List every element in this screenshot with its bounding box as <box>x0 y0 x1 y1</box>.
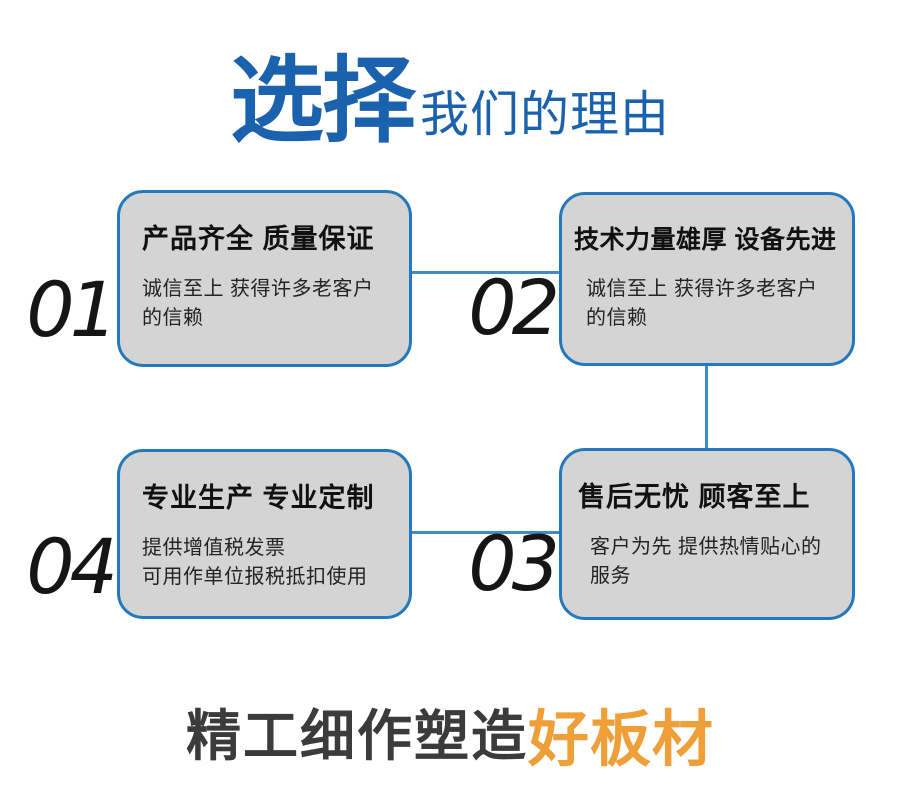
reason-card-03: 售后无忧 顾客至上 客户为先 提供热情贴心的 服务 <box>559 448 855 620</box>
reason-card-04: 专业生产 专业定制 提供增值税发票 可用作单位报税抵扣使用 <box>117 449 412 619</box>
reason-card-01-title: 产品齐全 质量保证 <box>142 224 375 254</box>
footer-slogan-accent: 好板材 <box>528 705 715 773</box>
reason-card-02: 技术力量雄厚 设备先进 诚信至上 获得许多老客户 的信赖 <box>559 192 855 366</box>
reason-card-04-title: 专业生产 专业定制 <box>142 483 375 513</box>
reason-card-03-title: 售后无忧 顾客至上 <box>578 482 811 512</box>
step-number-01: 01 <box>26 265 118 354</box>
page-title: 选择 我们的理由 <box>0 50 900 152</box>
footer-slogan-dark: 精工细作塑造 <box>185 705 528 768</box>
reason-card-02-body: 诚信至上 获得许多老客户 的信赖 <box>586 278 818 329</box>
reason-card-01-body: 诚信至上 获得许多老客户 的信赖 <box>142 278 374 330</box>
page-title-highlight: 选择 <box>229 48 416 153</box>
step-number-02: 02 <box>468 263 560 352</box>
reason-card-02-title: 技术力量雄厚 设备先进 <box>574 226 837 254</box>
step-number-04: 04 <box>26 522 118 611</box>
connector-card4-card3 <box>411 531 560 534</box>
connector-card2-card3 <box>705 365 708 449</box>
page-title-rest: 我们的理由 <box>420 87 671 142</box>
reason-card-04-body: 提供增值税发票 可用作单位报税抵扣使用 <box>142 537 368 589</box>
reason-card-03-body: 客户为先 提供热情贴心的 服务 <box>590 536 822 588</box>
step-number-03: 03 <box>468 519 560 608</box>
footer-slogan: 精工细作塑造 好板材 <box>0 702 900 773</box>
connector-card1-card2 <box>411 271 560 274</box>
reason-card-01: 产品齐全 质量保证 诚信至上 获得许多老客户 的信赖 <box>117 190 412 367</box>
